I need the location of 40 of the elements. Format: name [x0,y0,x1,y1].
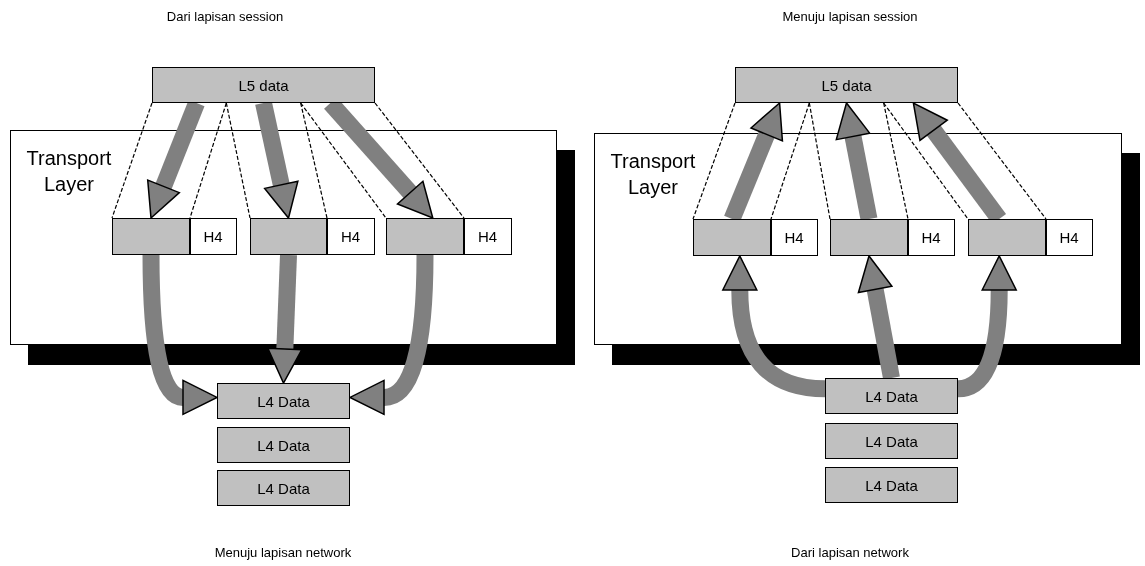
layer-title: Transport Layer [609,149,697,200]
segment-block [692,218,771,256]
data-block: L4 Data [217,383,350,419]
header-block: H4 [463,217,512,255]
block-arrow [957,255,1017,398]
header-block: H4 [1045,218,1093,256]
data-block: L4 Data [217,427,350,463]
segment-block [249,217,327,255]
layer-label: Menuju lapisan session [782,9,918,24]
layer-label: Menuju lapisan network [214,545,352,560]
dashed-line [808,102,831,220]
dashed-line [770,102,810,220]
segment-block [967,218,1046,256]
dashed-line [189,102,227,219]
layer-label: Dari lapisan session [166,9,284,24]
layer-label: Dari lapisan network [791,545,909,560]
dashed-line [374,102,465,219]
data-block: L4 Data [825,423,958,459]
header-block: H4 [770,218,818,256]
data-block: L4 Data [825,467,958,503]
dashed-line [883,102,909,220]
segment-block [829,218,908,256]
dashed-line [300,102,387,219]
layer-title: Transport Layer [25,146,113,197]
header-block: H4 [189,217,237,255]
header-block: H4 [326,217,375,255]
segment-block [385,217,464,255]
dashed-line [111,102,153,219]
dashed-line [692,102,736,220]
segment-block [111,217,190,255]
data-block: L5 data [735,67,958,103]
header-block: H4 [907,218,955,256]
dashed-line [300,102,328,219]
dashed-line [225,102,251,219]
data-block: L4 Data [217,470,350,506]
data-block: L4 Data [825,378,958,414]
dashed-line [883,102,969,220]
block-arrow [255,101,299,219]
data-block: L5 data [152,67,375,103]
dashed-line [957,102,1047,220]
